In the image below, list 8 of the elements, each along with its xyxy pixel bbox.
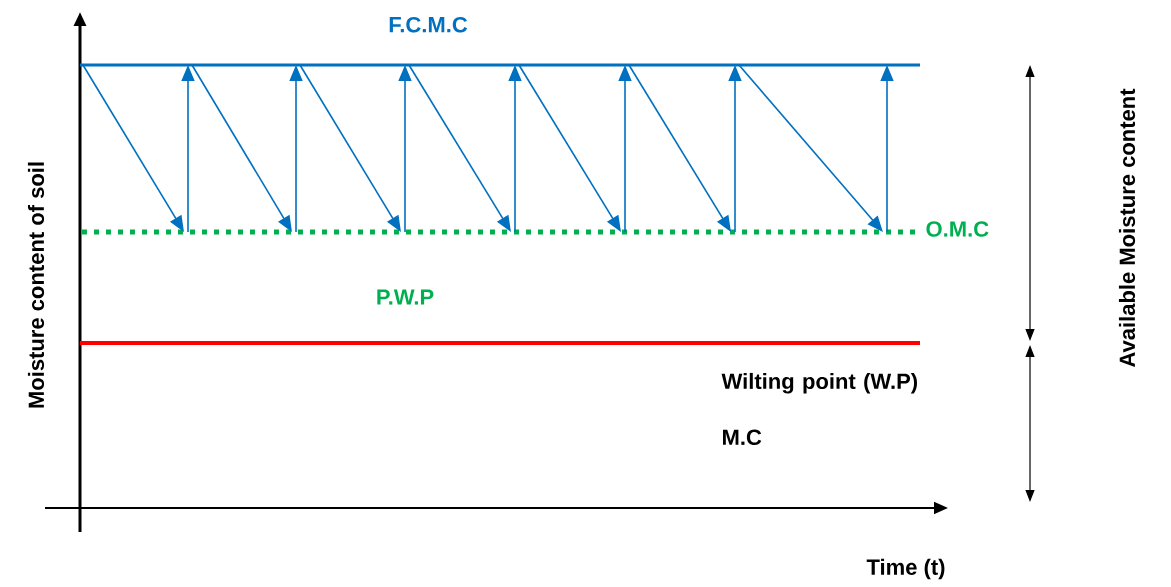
arrow [738, 64, 883, 232]
level-label: F.C.M.C [389, 16, 468, 33]
axis-label: Time (t) [866, 558, 945, 580]
level-label: P.W.P [377, 289, 434, 305]
level-label: Wilting point (W.P) M.C [721, 372, 917, 446]
axis-label: Available Moisture content [1118, 88, 1136, 367]
axis-label: Moisture content of soil [27, 162, 45, 408]
level-label: O.M.C [926, 221, 989, 237]
